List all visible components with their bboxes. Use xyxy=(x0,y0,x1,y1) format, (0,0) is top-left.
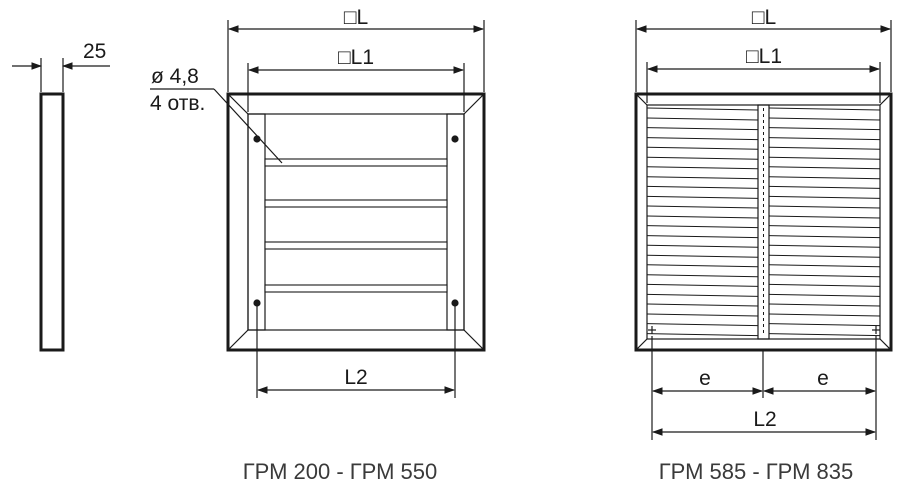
right-louver-slat-edge xyxy=(646,146,759,150)
left-louver-slat xyxy=(264,284,448,293)
right-louver-slat-edge xyxy=(768,127,881,131)
right-louver-slat-edge xyxy=(646,185,759,189)
right-louver-slat-edge xyxy=(768,176,881,180)
right-louver-slat-edge xyxy=(768,303,881,307)
right-dim-e-right-label: e xyxy=(817,367,829,390)
right-dim-L2-label: L2 xyxy=(753,408,776,431)
right-frame-miter xyxy=(635,338,648,351)
right-louver-slat-edge xyxy=(646,293,759,297)
left-mounting-hole xyxy=(451,299,459,307)
right-louver-slat-edge xyxy=(768,146,881,150)
right-louver-slat-edge xyxy=(768,274,881,278)
right-louver-slats xyxy=(646,107,881,337)
left-outer-frame xyxy=(226,92,486,352)
right-frame-miter xyxy=(879,93,892,106)
right-frame-miter xyxy=(635,93,648,106)
left-dim-L1-label: □L1 xyxy=(338,46,374,69)
right-louver-slat-edge xyxy=(646,225,759,229)
right-louver-slat-edge xyxy=(768,225,881,229)
right-louver-slat-edge xyxy=(768,215,881,219)
right-louver-slat-edge xyxy=(768,264,881,268)
left-louver-slat xyxy=(264,241,448,250)
left-mounting-hole xyxy=(253,299,261,307)
right-louver-slat-edge xyxy=(646,107,759,111)
right-louver-slat-edge xyxy=(646,205,759,209)
right-louver-slat-edge xyxy=(768,313,881,317)
left-mounting-hole xyxy=(451,135,459,143)
right-caption: ГРМ 585 - ГРМ 835 xyxy=(659,459,854,484)
left-louver-slat xyxy=(264,199,448,208)
left-frame-miter xyxy=(463,329,485,351)
right-louver-slat-edge xyxy=(768,235,881,239)
right-dim-L1-label: □L1 xyxy=(746,45,782,68)
right-louver-slat-edge xyxy=(646,244,759,248)
right-louver-slat-edge xyxy=(646,303,759,307)
right-louver-slat-edge xyxy=(646,333,759,337)
right-louver-slat-edge xyxy=(768,283,881,287)
left-frame-miter xyxy=(227,93,249,115)
right-louver-slat-edge xyxy=(646,235,759,239)
left-hole-diameter-label: ø 4,8 xyxy=(151,65,199,88)
right-louver-slat-edge xyxy=(768,107,881,111)
right-louver-slat-edge xyxy=(768,323,881,327)
right-louver-slat-edge xyxy=(768,166,881,170)
side-profile xyxy=(39,92,65,352)
right-louver-slat-edge xyxy=(768,254,881,258)
right-louver-slat-edge xyxy=(768,117,881,121)
right-louver-slat-edge xyxy=(646,176,759,180)
right-louver-slat-edge xyxy=(646,215,759,219)
left-dim-L2-label: L2 xyxy=(344,366,367,389)
left-hole-leader xyxy=(213,88,283,164)
right-louver-slat-edge xyxy=(768,137,881,141)
right-louver-slat-edge xyxy=(646,156,759,160)
right-dim-L-label: □L xyxy=(752,6,776,29)
right-louver-slat-edge xyxy=(768,293,881,297)
right-louver-slat-edge xyxy=(646,313,759,317)
right-louver-slat-edge xyxy=(646,254,759,258)
left-louver-slat xyxy=(264,158,448,167)
right-louver-slat-edge xyxy=(768,185,881,189)
right-dim-e-left-label: e xyxy=(699,367,711,390)
left-caption: ГРМ 200 - ГРМ 550 xyxy=(243,459,438,484)
left-frame-miter xyxy=(463,93,485,115)
left-hole-count-label: 4 отв. xyxy=(150,92,205,115)
left-frame-miter xyxy=(227,329,249,351)
right-louver-slat-edge xyxy=(646,117,759,121)
right-louver-slat-edge xyxy=(768,333,881,337)
side-view: 25 xyxy=(12,40,110,352)
right-louver-slat-edge xyxy=(646,195,759,199)
right-louver-slat-edge xyxy=(768,244,881,248)
right-louver-slat-edge xyxy=(768,205,881,209)
right-louver-slat-edge xyxy=(646,264,759,268)
right-louver-slat-edge xyxy=(646,274,759,278)
right-louver-slat-edge xyxy=(768,156,881,160)
left-dim-L-label: □L xyxy=(344,6,368,29)
right-louver-slat-edge xyxy=(768,195,881,199)
right-frame-miter xyxy=(879,338,892,351)
right-louver-slat-edge xyxy=(646,137,759,141)
right-louver-slat-edge xyxy=(646,283,759,287)
right-louver-slat-edge xyxy=(646,166,759,170)
left-grille: □L □L1 ø 4,8 4 отв. L2 ГРМ 200 - ГРМ 550 xyxy=(150,6,486,484)
right-grille: □L □L1 e e L2 ГРМ 585 - ГРМ 835 xyxy=(634,6,893,484)
side-thickness-label: 25 xyxy=(83,40,106,63)
right-center-mullion xyxy=(757,104,770,340)
right-louver-slat-edge xyxy=(646,127,759,131)
right-louver-slat-edge xyxy=(646,323,759,327)
